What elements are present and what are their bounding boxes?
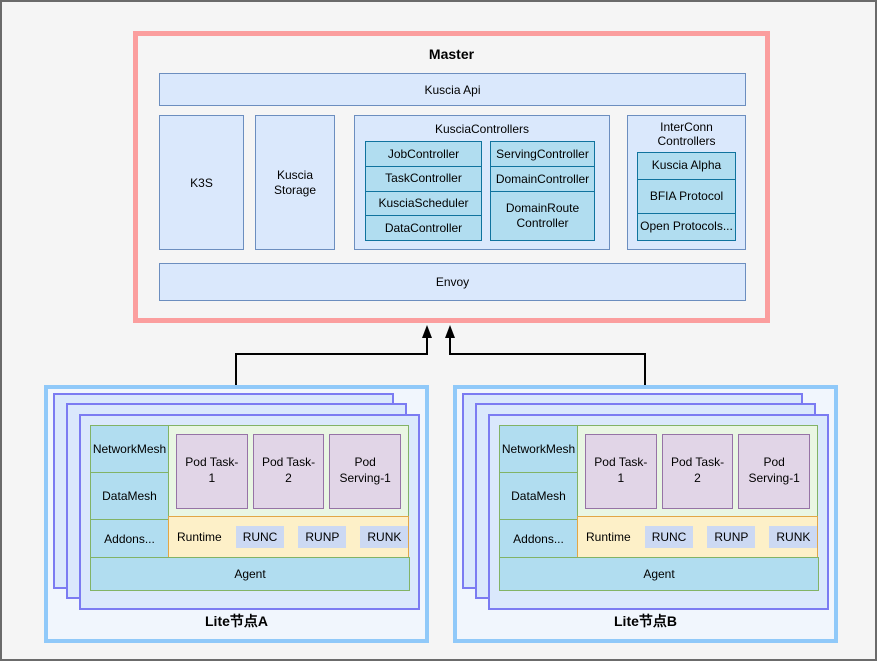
mesh-column: NetworkMesh DataMesh Addons... bbox=[90, 425, 169, 558]
pod-area: Pod Task-1 Pod Task-2 Pod Serving-1 bbox=[577, 425, 818, 517]
master-container: Master Kuscia Api K3S Kuscia Storage Kus… bbox=[133, 31, 770, 323]
node-a-content: NetworkMesh DataMesh Addons... Pod Task-… bbox=[90, 425, 410, 592]
runtime-row: Runtime RUNC RUNP RUNK bbox=[577, 516, 818, 558]
runtime-label: Runtime bbox=[586, 530, 631, 544]
agent-bar: Agent bbox=[90, 557, 410, 591]
pod-serving-1: Pod Serving-1 bbox=[738, 433, 811, 509]
pod-serving-1: Pod Serving-1 bbox=[329, 433, 402, 509]
pod-area: Pod Task-1 Pod Task-2 Pod Serving-1 bbox=[168, 425, 409, 517]
runp-box: RUNP bbox=[707, 526, 756, 548]
serving-controller-cell: ServingController bbox=[490, 141, 595, 168]
master-title: Master bbox=[428, 46, 475, 62]
runp-box: RUNP bbox=[298, 526, 347, 548]
k3s-box: K3S bbox=[159, 115, 244, 250]
controllers-right-column: ServingController DomainController Domai… bbox=[490, 141, 595, 242]
task-controller-cell: TaskController bbox=[365, 166, 482, 192]
interconn-controllers-title: InterConn Controllers bbox=[657, 120, 716, 149]
addons-cell: Addons... bbox=[90, 519, 169, 558]
runk-box: RUNK bbox=[769, 526, 818, 548]
lite-node-a: NetworkMesh DataMesh Addons... Pod Task-… bbox=[44, 385, 429, 643]
addons-cell: Addons... bbox=[499, 519, 578, 558]
domain-route-controller-cell: DomainRoute Controller bbox=[490, 191, 595, 242]
kuscia-controllers-title: KusciaControllers bbox=[434, 122, 530, 136]
lite-node-a-label: Lite节点A bbox=[205, 613, 268, 629]
kuscia-alpha-cell: Kuscia Alpha bbox=[637, 151, 736, 180]
network-mesh-cell: NetworkMesh bbox=[499, 425, 578, 473]
domain-controller-cell: DomainController bbox=[490, 166, 595, 193]
arrow-node-a-to-master bbox=[235, 325, 432, 385]
controllers-left-column: JobController TaskController KusciaSched… bbox=[365, 141, 482, 242]
data-controller-cell: DataController bbox=[365, 215, 482, 242]
open-protocols-cell: Open Protocols... bbox=[637, 212, 736, 241]
runtime-row: Runtime RUNC RUNP RUNK bbox=[168, 516, 409, 558]
agent-bar: Agent bbox=[499, 557, 819, 591]
network-mesh-cell: NetworkMesh bbox=[90, 425, 169, 473]
lite-node-b-label: Lite节点B bbox=[614, 613, 677, 629]
kuscia-controllers-panel: KusciaControllers JobController TaskCont… bbox=[354, 115, 610, 250]
envoy-box: Envoy bbox=[159, 263, 746, 301]
arrow-node-b-to-master bbox=[445, 325, 646, 385]
node-b-content: NetworkMesh DataMesh Addons... Pod Task-… bbox=[499, 425, 819, 592]
mesh-column: NetworkMesh DataMesh Addons... bbox=[499, 425, 578, 558]
runc-box: RUNC bbox=[644, 526, 694, 548]
kuscia-controllers-grid: JobController TaskController KusciaSched… bbox=[355, 136, 609, 249]
bfia-protocol-cell: BFIA Protocol bbox=[637, 179, 736, 214]
interconn-cells: Kuscia Alpha BFIA Protocol Open Protocol… bbox=[637, 151, 736, 241]
runtime-label: Runtime bbox=[177, 530, 222, 544]
runc-box: RUNC bbox=[235, 526, 285, 548]
pod-task-1: Pod Task-1 bbox=[176, 433, 248, 509]
interconn-controllers-panel: InterConn Controllers Kuscia Alpha BFIA … bbox=[627, 115, 746, 250]
lite-node-b: NetworkMesh DataMesh Addons... Pod Task-… bbox=[453, 385, 838, 643]
pod-task-1: Pod Task-1 bbox=[585, 433, 657, 509]
kuscia-scheduler-cell: KusciaScheduler bbox=[365, 190, 482, 217]
data-mesh-cell: DataMesh bbox=[90, 472, 169, 520]
job-controller-cell: JobController bbox=[365, 141, 482, 168]
kuscia-storage-box: Kuscia Storage bbox=[255, 115, 335, 250]
pod-task-2: Pod Task-2 bbox=[661, 433, 734, 509]
runk-box: RUNK bbox=[360, 526, 409, 548]
pod-task-2: Pod Task-2 bbox=[252, 433, 325, 509]
kuscia-api-box: Kuscia Api bbox=[159, 73, 746, 106]
data-mesh-cell: DataMesh bbox=[499, 472, 578, 520]
